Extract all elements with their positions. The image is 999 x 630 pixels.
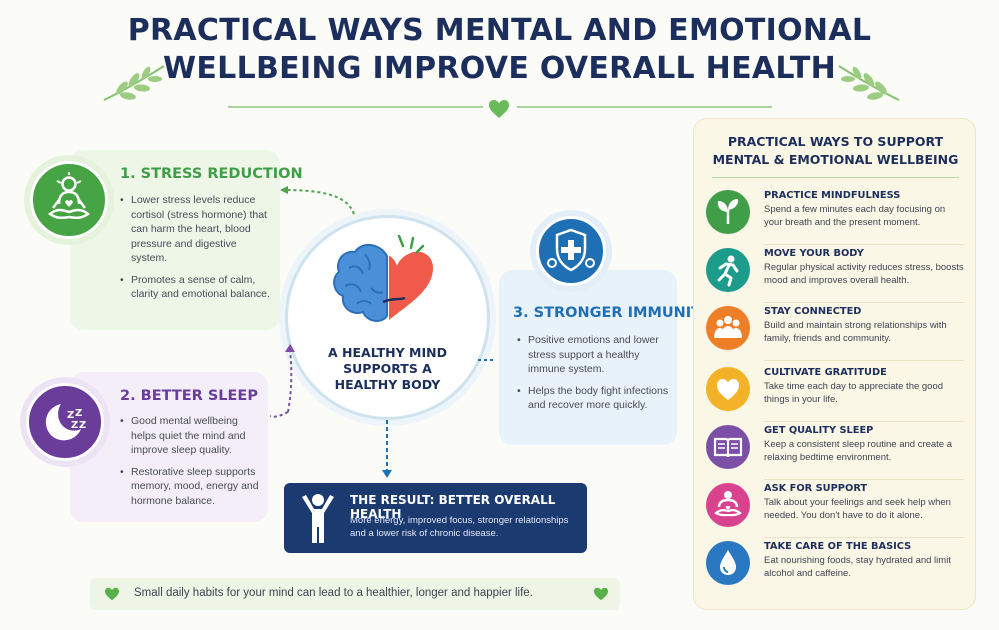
title-divider-left [228,106,483,108]
item-desc: Keep a consistent sleep routine and crea… [764,439,953,463]
item-title: CULTIVATE GRATITUDE [764,367,887,378]
immunity-card-title: 3. STRONGER IMMUNITY [513,305,712,321]
people-group-icon [706,306,750,350]
panel-item-gratitude: CULTIVATE GRATITUDE Take time each day t… [704,365,968,422]
running-person-icon [706,248,750,292]
title-heart-icon [489,100,509,118]
support-person-icon [706,483,750,527]
title-divider-right [517,106,772,108]
item-title: MOVE YOUR BODY [764,248,864,259]
svg-text:Z: Z [71,420,78,431]
item-title: TAKE CARE OF THE BASICS [764,541,912,552]
panel-item-connected: STAY CONNECTED Build and maintain strong… [704,304,968,361]
panel-item-support: ASK FOR SUPPORT Talk about your feelings… [704,481,968,538]
result-description: More energy, improved focus, stronger re… [350,515,569,539]
heart-icon [706,367,750,411]
footer-heart-right-icon [594,587,608,601]
panel-title: PRACTICAL WAYS TO SUPPORT MENTAL & EMOTI… [694,133,977,169]
panel-item-move: MOVE YOUR BODY Regular physical activity… [704,246,968,303]
footer-banner: Small daily habits for your mind can lea… [90,578,620,610]
item-desc: Build and maintain strong relationships … [764,320,947,344]
panel-title-line-1: PRACTICAL WAYS TO SUPPORT [727,134,944,149]
title-line-2: WELLBEING IMPROVE OVERALL HEALTH [162,51,836,86]
item-title: ASK FOR SUPPORT [764,483,868,494]
stress-bullet-1: Lower stress levels reduce cortisol (str… [120,193,270,266]
item-desc: Regular physical activity reduces stress… [764,262,964,286]
panel-item-basics: TAKE CARE OF THE BASICS Eat nourishing f… [704,539,968,596]
center-text: A HEALTHY MIND SUPPORTS A HEALTHY BODY [328,345,447,392]
brain-heart-icon [333,234,433,322]
result-box: THE RESULT: BETTER OVERALL HEALTH More e… [284,483,587,553]
footer-heart-left-icon [105,587,119,601]
book-icon [706,425,750,469]
stress-bullet-2: Promotes a sense of calm, clarity and em… [120,273,270,302]
immunity-bullet-1: Positive emotions and lower stress suppo… [517,333,669,377]
item-desc: Talk about your feelings and seek help w… [764,497,951,521]
immunity-bullet-2: Helps the body fight infections and reco… [517,384,669,413]
sprout-icon [706,190,750,234]
sleep-card-title: 2. BETTER SLEEP [120,388,258,404]
meditation-icon [30,161,108,239]
panel-item-mindfulness: PRACTICE MINDFULNESS Spend a few minutes… [704,188,968,245]
water-drop-icon [706,541,750,585]
footer-text: Small daily habits for your mind can lea… [134,587,533,599]
shield-icon [536,216,606,286]
svg-text:Z: Z [75,408,82,419]
stress-bullet-list: Lower stress levels reduce cortisol (str… [120,193,270,309]
item-separator [764,479,964,480]
connector-arrows [270,186,496,478]
item-separator [764,537,964,538]
sleep-bullet-list: Good mental wellbeing helps quiet the mi… [120,414,260,515]
item-separator [764,421,964,422]
center-circle [285,215,490,420]
item-desc: Eat nourishing foods, stay hydrated and … [764,555,951,579]
panel-divider [712,177,959,178]
item-separator [764,360,964,361]
right-leaf-sprig-icon [838,65,900,101]
item-desc: Take time each day to appreciate the goo… [764,381,944,405]
page-title: PRACTICAL WAYS MENTAL AND EMOTIONAL WELL… [0,12,999,88]
item-title: GET QUALITY SLEEP [764,425,874,436]
immunity-bullet-list: Positive emotions and lower stress suppo… [517,333,669,420]
item-title: PRACTICE MINDFULNESS [764,190,901,201]
sleep-bullet-1: Good mental wellbeing helps quiet the mi… [120,414,260,458]
moon-icon: Z Z Z Z [26,383,104,461]
panel-item-sleep: GET QUALITY SLEEP Keep a consistent slee… [704,423,968,480]
panel-title-line-2: MENTAL & EMOTIONAL WELLBEING [712,152,959,167]
support-panel: PRACTICAL WAYS TO SUPPORT MENTAL & EMOTI… [693,118,976,610]
svg-text:Z: Z [79,420,86,431]
sleep-bullet-2: Restorative sleep supports memory, mood,… [120,465,260,509]
item-title: STAY CONNECTED [764,306,862,317]
item-separator [764,244,964,245]
svg-text:Z: Z [67,410,74,421]
person-arms-up-icon [302,494,334,543]
result-title: THE RESULT: BETTER OVERALL HEALTH [350,493,556,521]
item-separator [764,302,964,303]
left-leaf-sprig-icon [103,65,165,101]
title-line-1: PRACTICAL WAYS MENTAL AND EMOTIONAL [127,13,872,48]
item-desc: Spend a few minutes each day focusing on… [764,204,946,228]
stress-card-title: 1. STRESS REDUCTION [120,166,303,182]
